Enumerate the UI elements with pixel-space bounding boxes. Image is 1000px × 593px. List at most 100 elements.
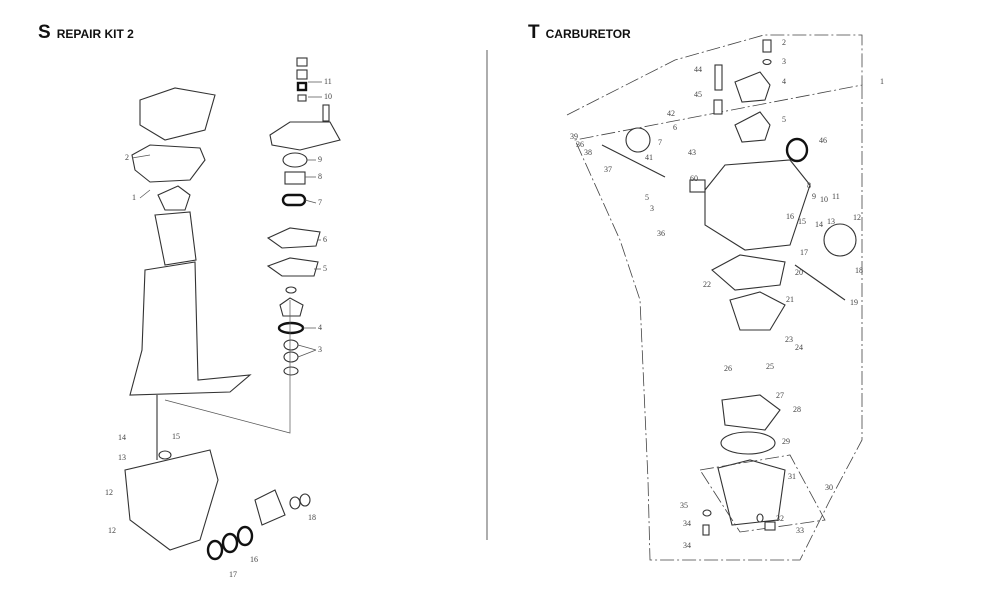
diagram-stroke: [762, 39, 772, 53]
callout: 2: [125, 153, 129, 162]
callout: 2: [782, 38, 786, 47]
callout: 11: [832, 192, 840, 201]
callout: 1: [132, 193, 136, 202]
callout: 4: [782, 77, 786, 86]
impeller: [284, 171, 306, 185]
callout: 10: [324, 92, 332, 101]
spring-60: [689, 179, 706, 193]
callout: 32: [776, 514, 784, 523]
callout: 26: [724, 364, 732, 373]
callout: 28: [793, 405, 801, 414]
diagram-stroke: [236, 525, 254, 547]
callout: 29: [782, 437, 790, 446]
plate-1: [157, 185, 191, 211]
insert-cup: [282, 152, 308, 168]
repair-kit-drawing: [124, 57, 341, 561]
callout: 20: [795, 268, 803, 277]
nut: [296, 57, 308, 67]
callout: 22: [703, 280, 711, 289]
gasket-29: [720, 431, 776, 455]
driveshaft-housing: [129, 261, 252, 396]
callout: 5: [645, 193, 649, 202]
diagram-stroke: [296, 81, 308, 92]
callout: 13: [118, 453, 126, 462]
callout: 10: [820, 195, 828, 204]
callout: 39: [570, 132, 578, 141]
callout: 35: [680, 501, 688, 510]
section-title-repair-kit: S REPAIR KIT 2: [38, 22, 134, 44]
callout: 34: [683, 519, 691, 528]
callout: 16: [250, 555, 258, 564]
diagram-stroke: [296, 69, 308, 80]
upper-housing: [154, 211, 197, 266]
diagram-stroke: [206, 539, 224, 561]
diagram-stroke: [764, 521, 776, 531]
callout: 43: [688, 148, 696, 157]
float-bowl-31: [717, 459, 786, 526]
callout: 42: [667, 109, 675, 118]
callout: 17: [800, 248, 808, 257]
callout: 14: [118, 433, 126, 442]
diagram-stroke: [702, 509, 712, 517]
diagram-stroke: [158, 450, 172, 460]
callout: 14: [815, 220, 823, 229]
housing-cap: [279, 297, 304, 317]
gasket-2: [131, 144, 206, 183]
callout: 8: [318, 172, 322, 181]
water-pump-housing: [269, 121, 341, 151]
callout: 37: [604, 165, 612, 174]
callout: 45: [694, 90, 702, 99]
repair-kit-callouts: 11 10 9 8 7 6 5 4 3 2 1 14 15 13 12 12 1…: [105, 77, 332, 579]
callout: 15: [172, 432, 180, 441]
pump-body-21: [729, 291, 786, 331]
section-name: CARBURETOR: [545, 27, 631, 41]
section-letter: T: [528, 22, 540, 43]
callout: 7: [318, 198, 322, 207]
callout: 11: [324, 77, 332, 86]
callout: 9: [812, 192, 816, 201]
plate-12: [823, 223, 857, 257]
diagram-stroke: [164, 300, 291, 434]
callout: 27: [776, 391, 784, 400]
callout: 17: [229, 570, 237, 579]
diagram-stroke: [299, 493, 311, 507]
callout: 36: [657, 229, 665, 238]
callout: 60: [690, 174, 698, 183]
callout: 18: [855, 266, 863, 275]
o-ring-4: [277, 321, 305, 335]
callout: 44: [694, 65, 702, 74]
top-cover-plate: [139, 87, 216, 141]
callout: 9: [318, 155, 322, 164]
diagram-stroke: [794, 264, 846, 301]
callout: 25: [766, 362, 774, 371]
diagram-stroke: [221, 532, 239, 554]
section-letter: S: [38, 22, 51, 43]
callout: 23: [785, 335, 793, 344]
callout: 30: [825, 483, 833, 492]
gasket-5: [734, 111, 771, 143]
callout: 21: [786, 295, 794, 304]
callout: 1: [880, 77, 884, 86]
callout: 12: [853, 213, 861, 222]
callout: 5: [782, 115, 786, 124]
diagram-stroke: [285, 286, 297, 294]
diagram-stroke: [289, 496, 301, 510]
diagram-stroke: [762, 58, 772, 66]
callout: 46: [819, 136, 827, 145]
cover-4: [734, 71, 771, 103]
plate-6: [266, 227, 321, 249]
o-ring-46: [785, 137, 809, 163]
bearing-housing: [254, 489, 286, 526]
diagram-stroke: [297, 94, 307, 102]
callout: 4: [318, 323, 322, 332]
gasket-5: [266, 257, 319, 277]
diagram-stroke: [283, 351, 299, 363]
callout: 19: [850, 298, 858, 307]
callout: 8: [807, 181, 811, 190]
diagram-stroke: [566, 34, 863, 561]
callout: 34: [683, 541, 691, 550]
callout: 18: [308, 513, 316, 522]
callout: 6: [673, 123, 677, 132]
gasket-22: [711, 254, 786, 291]
